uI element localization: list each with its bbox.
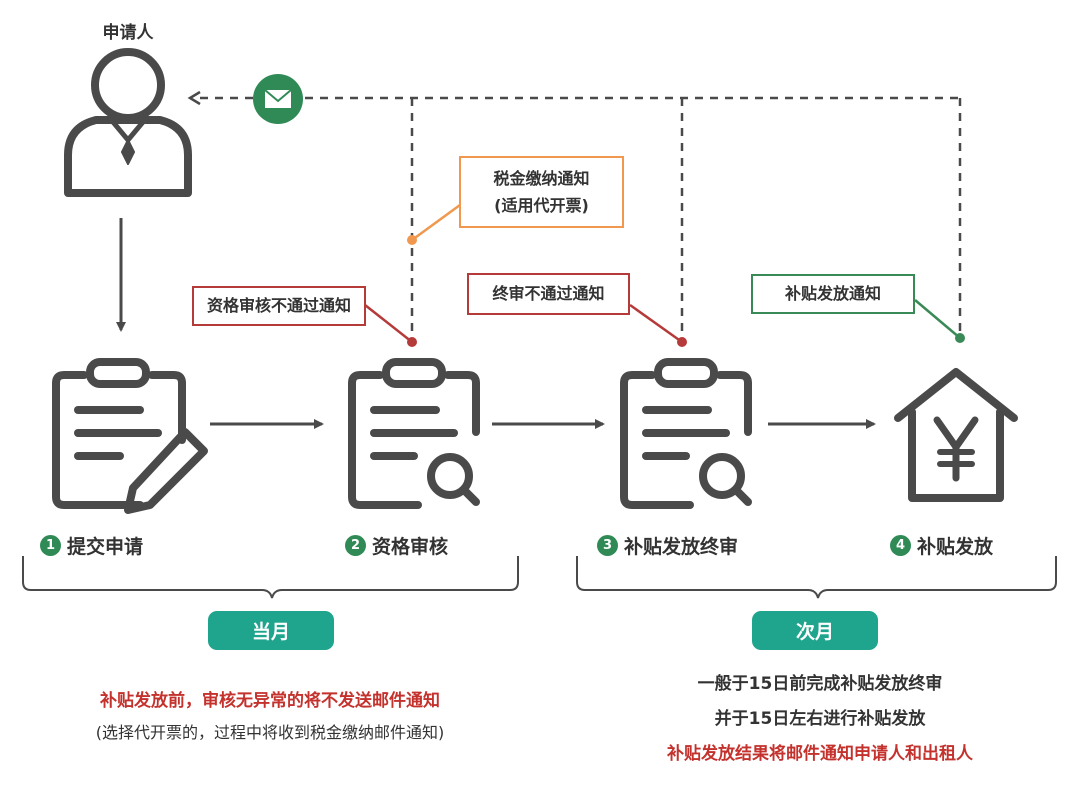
connector-tax [411, 203, 461, 242]
callout-tax-line1: 税金缴纳通知 [493, 168, 590, 188]
step-1-number: 1 [40, 535, 61, 556]
dot-qualification [407, 337, 417, 347]
dot-tax [407, 235, 417, 245]
callout-tax-line2: (适用代开票) [494, 196, 589, 215]
period-next-month: 次月 [752, 611, 878, 650]
callout-subsidy-notice: 补贴发放通知 [751, 274, 915, 314]
callout-final-fail: 终审不通过通知 [467, 273, 630, 315]
dot-subsidy [955, 333, 965, 343]
clipboard-pencil-icon [52, 358, 208, 514]
applicant-label: 申请人 [102, 23, 154, 43]
step-1: 1 提交申请 [40, 532, 143, 559]
clipboard-search-icon [348, 358, 480, 509]
mail-icon [253, 74, 303, 124]
period-current-month: 当月 [208, 611, 334, 650]
step-1-label: 提交申请 [67, 536, 144, 558]
clipboard-search-icon-2 [620, 358, 752, 509]
step-3: 3 补贴发放终审 [597, 532, 738, 559]
return-arrowhead [187, 90, 201, 106]
step-4-label: 补贴发放 [917, 536, 994, 558]
step-2-label: 资格审核 [372, 536, 449, 558]
note-right-line1: 一般于15日前完成补贴发放终审 [697, 674, 943, 694]
dot-final [677, 337, 687, 347]
connector-qualification [364, 304, 413, 343]
note-left-line1: 补贴发放前，审核无异常的将不发送邮件通知 [100, 691, 440, 711]
brace-current-month [22, 556, 519, 599]
step-4-number: 4 [890, 535, 911, 556]
callout-tax-notice: 税金缴纳通知 (适用代开票) [459, 156, 624, 228]
connector-subsidy [914, 299, 961, 339]
note-right-line3: 补贴发放结果将邮件通知申请人和出租人 [667, 744, 973, 764]
step-2: 2 资格审核 [345, 532, 448, 559]
step-2-number: 2 [345, 535, 366, 556]
person-icon [64, 48, 192, 197]
step-3-number: 3 [597, 535, 618, 556]
callout-qualification-fail: 资格审核不通过通知 [192, 286, 366, 326]
brace-next-month [576, 556, 1057, 599]
connector-final [629, 303, 683, 344]
step-3-label: 补贴发放终审 [624, 536, 739, 558]
house-yen-icon [894, 368, 1018, 502]
note-right-line2: 并于15日左右进行补贴发放 [714, 709, 926, 729]
step-4: 4 补贴发放 [890, 532, 993, 559]
note-left-line2: (选择代开票的，过程中将收到税金缴纳邮件通知) [95, 723, 445, 742]
